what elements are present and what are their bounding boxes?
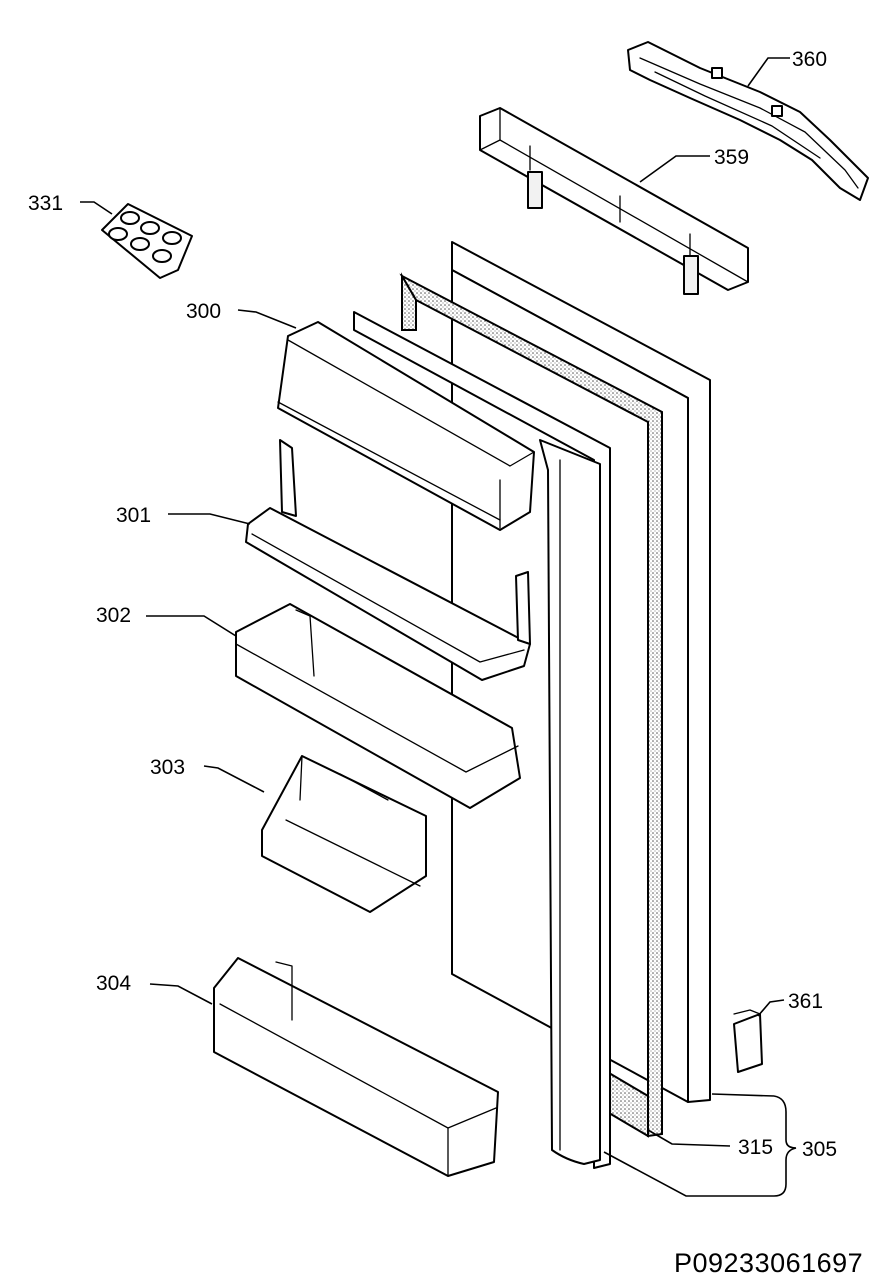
leader-303 <box>203 765 265 793</box>
leader-300 <box>237 309 297 329</box>
bottle-shelf-part <box>213 957 499 1177</box>
leader-301 <box>168 513 251 525</box>
inner-door-liner-part <box>353 311 611 1169</box>
leader-331 <box>80 201 113 215</box>
leader-360 <box>747 57 790 87</box>
top-cover-bar-part <box>479 107 749 295</box>
leader-359 <box>639 155 710 183</box>
label-361: 361 <box>788 990 823 1013</box>
leader-315 <box>647 1129 731 1147</box>
label-302: 302 <box>96 604 131 627</box>
door-shelf-middle-part <box>235 603 521 809</box>
small-container-part <box>261 755 427 913</box>
leader-305-bottom <box>603 1151 774 1197</box>
label-305: 305 <box>802 1138 837 1161</box>
label-315: 315 <box>738 1136 773 1159</box>
leader-361 <box>757 999 785 1017</box>
label-304: 304 <box>96 972 131 995</box>
hinge-bracket-part <box>627 41 869 201</box>
leader-lines <box>80 57 797 1197</box>
clip-part <box>733 1009 763 1073</box>
label-303: 303 <box>150 756 185 779</box>
leader-304 <box>149 983 213 1005</box>
dairy-compartment-part <box>277 321 535 531</box>
label-300: 300 <box>186 300 221 323</box>
leader-305-top <box>711 1093 775 1097</box>
drawing-code: P09233061697 <box>674 1248 863 1278</box>
label-360: 360 <box>792 48 827 71</box>
egg-tray-part <box>101 203 193 279</box>
bracket-305 <box>773 1095 797 1197</box>
label-331: 331 <box>28 192 63 215</box>
leader-302 <box>146 615 237 637</box>
door-shelf-upper-part <box>245 439 531 681</box>
label-301: 301 <box>116 504 151 527</box>
label-359: 359 <box>714 146 749 169</box>
